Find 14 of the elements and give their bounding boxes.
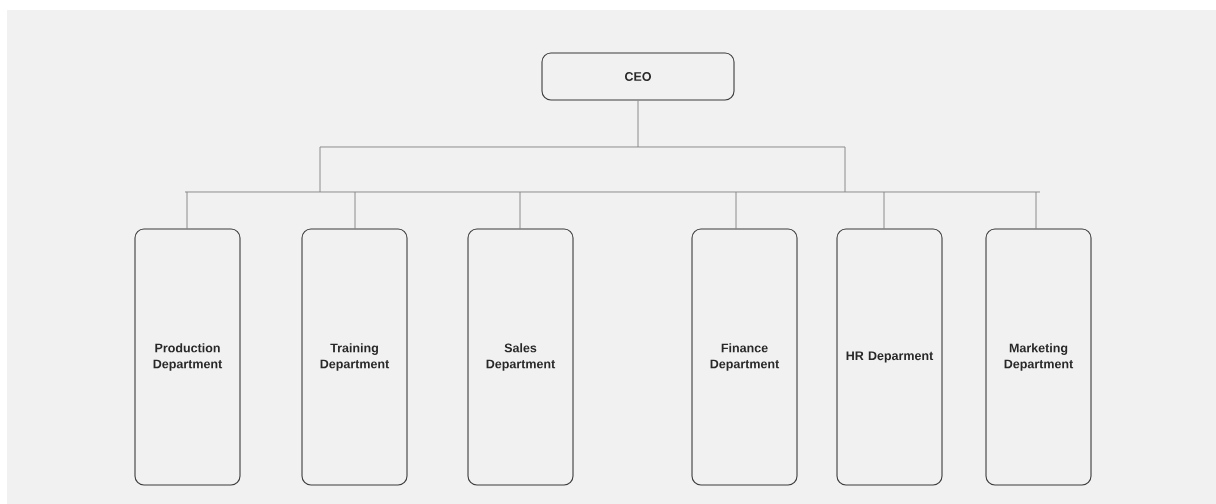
department-box: Marketing Department (985, 228, 1092, 486)
department-box: Production Department (134, 228, 241, 486)
connector-line (354, 191, 356, 230)
department-box: HR Deparment (836, 228, 943, 486)
department-box: Finance Department (691, 228, 798, 486)
connector-line (1035, 191, 1037, 230)
department-box: Training Department (301, 228, 408, 486)
connector-trunk (184, 100, 1041, 193)
connector-line (883, 191, 885, 230)
connector-line (735, 191, 737, 230)
connector-line (186, 191, 188, 230)
department-box: Sales Department (467, 228, 574, 486)
ceo-box: CEO (541, 52, 735, 101)
connector-line (519, 191, 521, 230)
